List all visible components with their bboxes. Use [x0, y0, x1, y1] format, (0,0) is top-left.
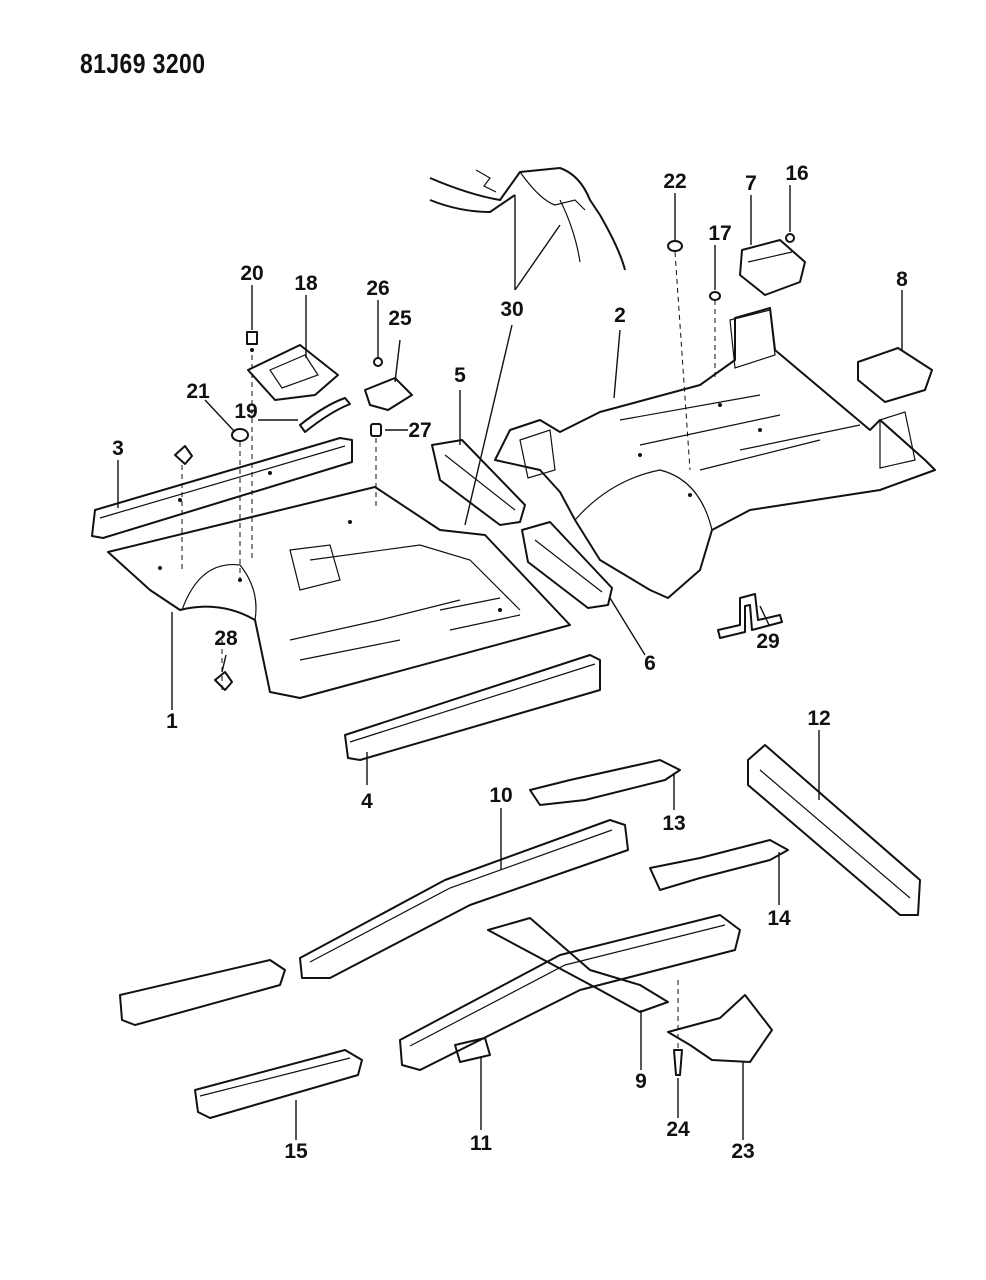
part-4-rocker-rail — [344, 654, 601, 761]
callout-1: 1 — [166, 710, 178, 733]
callout-labels: 1 2 3 4 5 6 7 8 9 10 11 12 13 14 15 16 1… — [112, 162, 908, 1163]
callout-30: 30 — [500, 298, 523, 321]
part-12-crossmember — [747, 744, 921, 916]
clip-28 — [214, 671, 233, 691]
alignment-lines — [181, 251, 716, 1048]
callout-10: 10 — [489, 784, 512, 807]
callout-17: 17 — [708, 222, 731, 245]
callout-19: 19 — [234, 400, 257, 423]
callout-27: 27 — [408, 419, 431, 442]
callout-8: 8 — [896, 268, 908, 291]
part-8-bracket — [857, 347, 933, 403]
callout-22: 22 — [663, 170, 686, 193]
part-2-rear-floor-pan — [494, 307, 936, 599]
callout-4: 4 — [361, 790, 373, 813]
callout-11: 11 — [470, 1132, 493, 1155]
callout-6: 6 — [644, 652, 656, 675]
part-23-bracket — [667, 994, 773, 1063]
callout-21: 21 — [186, 380, 210, 403]
callout-18: 18 — [294, 272, 318, 295]
part-14-brace — [649, 839, 789, 891]
callout-20: 20 — [240, 262, 263, 285]
fastener-26 — [373, 357, 383, 367]
part-9-frame-rail — [399, 914, 741, 1071]
part-3-sill-rail — [91, 437, 353, 539]
leader-lines — [117, 185, 903, 1140]
nut-27 — [370, 423, 382, 437]
part-18-plate — [247, 344, 339, 401]
callout-16: 16 — [785, 162, 808, 185]
callout-9: 9 — [635, 1070, 647, 1093]
callout-14: 14 — [767, 907, 791, 930]
part-25-plate — [364, 377, 413, 411]
callout-28: 28 — [214, 627, 238, 650]
callout-13: 13 — [662, 812, 685, 835]
part-6-crossmember — [521, 521, 613, 609]
part-1-front-floor-pan — [107, 486, 571, 699]
callout-29: 29 — [756, 630, 779, 653]
part-7-bracket — [739, 239, 806, 296]
callout-3: 3 — [112, 437, 124, 460]
fastener-20 — [246, 331, 258, 352]
callout-7: 7 — [745, 172, 757, 195]
part-19-strap — [299, 397, 351, 433]
part-13-brace — [529, 759, 681, 806]
part-15-rail-section — [194, 1049, 363, 1119]
callout-24: 24 — [666, 1118, 690, 1141]
part-10-frame-rail — [119, 819, 629, 1026]
callout-5: 5 — [454, 364, 466, 387]
part-29-bracket — [717, 593, 783, 639]
plug-17 — [709, 291, 721, 301]
callout-2: 2 — [614, 304, 626, 327]
plug-21 — [231, 428, 249, 442]
clip-top — [174, 445, 193, 465]
callout-12: 12 — [807, 707, 830, 730]
part-5-crossmember — [431, 439, 526, 526]
callout-25: 25 — [388, 307, 412, 330]
drawing-code: 81J69 3200 — [80, 48, 206, 79]
callout-23: 23 — [731, 1140, 754, 1163]
plug-22 — [667, 240, 683, 252]
part-30-tunnel-cover — [429, 167, 626, 271]
fastener-16 — [785, 233, 795, 243]
part-24-bolt — [673, 1049, 683, 1076]
callout-15: 15 — [284, 1140, 308, 1163]
callout-26: 26 — [366, 277, 389, 300]
part-11-bracket — [454, 1037, 491, 1063]
